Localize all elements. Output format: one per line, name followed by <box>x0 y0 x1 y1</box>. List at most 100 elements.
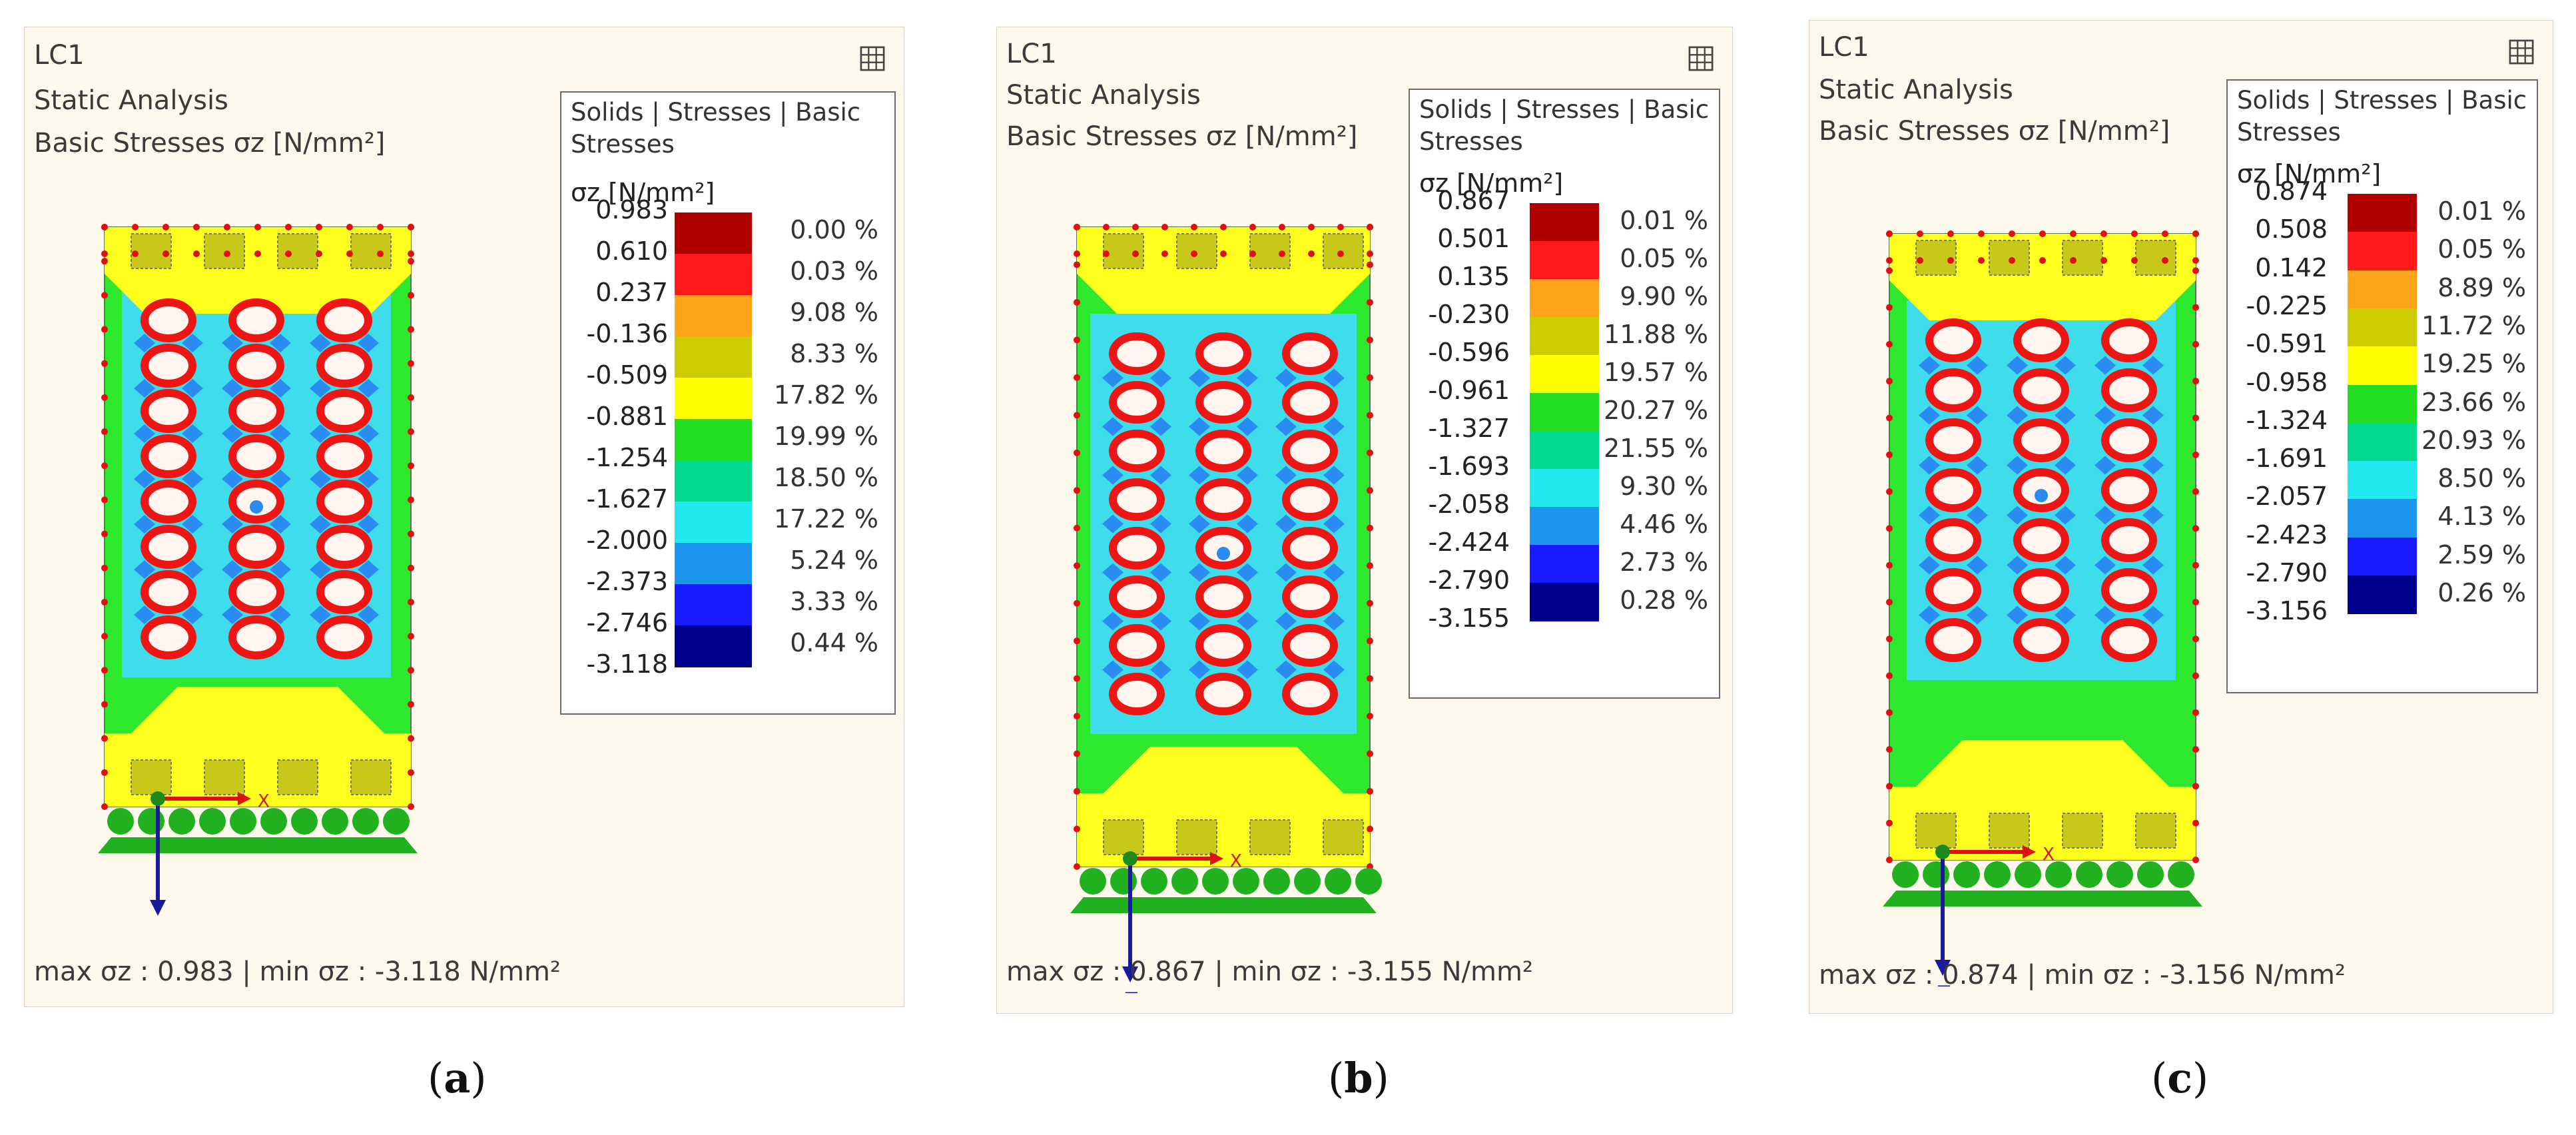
legend-percent: 9.90 % <box>1620 282 1708 311</box>
opening-hole <box>316 615 372 659</box>
node-point <box>254 224 261 230</box>
opening-hole <box>228 389 284 433</box>
node-point <box>2192 378 2199 385</box>
stress-zone <box>2007 506 2028 525</box>
support-roller <box>2168 861 2194 888</box>
support-roller <box>168 808 195 835</box>
node-point <box>1886 857 1893 863</box>
stress-zone <box>134 605 155 624</box>
stress-zone <box>1967 506 1988 525</box>
stress-zone <box>1967 406 1988 425</box>
node-point <box>1367 825 1373 833</box>
stress-zone <box>1916 740 2169 787</box>
node-point <box>1886 783 1893 790</box>
node-point <box>1279 224 1285 230</box>
node-point <box>1074 825 1080 833</box>
legend-swatch <box>2348 537 2417 576</box>
result-panel-b: LC1 Static Analysis Basic Stresses σz [N… <box>996 27 1733 1014</box>
legend-swatch <box>675 502 752 544</box>
legend-value: -1.691 <box>2246 444 2328 474</box>
support-roller <box>291 808 318 835</box>
node-point <box>1367 449 1373 456</box>
legend-swatch <box>1530 317 1599 356</box>
legend-swatch <box>2348 422 2417 462</box>
solid-model-view[interactable]: XZ <box>1050 194 1423 993</box>
node-point <box>1367 750 1373 757</box>
stress-zone <box>1189 466 1210 485</box>
legend-value: -1.254 <box>586 443 669 472</box>
grid-view-icon[interactable] <box>860 46 885 71</box>
node-point <box>224 224 230 230</box>
stress-zone <box>1275 368 1297 388</box>
z-axis-arrow <box>150 900 166 916</box>
node-point <box>1074 487 1080 494</box>
solid-model-view[interactable]: XZ <box>78 187 478 920</box>
node-point <box>408 428 414 436</box>
support-roller <box>322 808 348 835</box>
legend-swatch <box>2348 575 2417 614</box>
stress-zone <box>222 605 243 624</box>
opening-hole <box>2101 618 2157 662</box>
legend-value: -2.373 <box>586 567 669 596</box>
stress-zone <box>1275 417 1297 436</box>
stress-zone <box>222 424 243 443</box>
grid-view-icon[interactable] <box>2509 39 2534 65</box>
opening-hole <box>2101 468 2157 512</box>
solid-model-view[interactable]: XZ <box>1863 194 2222 986</box>
legend-value: -0.961 <box>1428 376 1510 405</box>
stress-zone <box>2094 356 2116 375</box>
node-point <box>101 667 108 674</box>
node-point <box>1886 746 1893 753</box>
x-axis-label: X <box>1230 851 1242 871</box>
stress-zone <box>2142 605 2164 625</box>
opening-hole <box>1925 368 1981 412</box>
node-point <box>2192 488 2199 496</box>
legend-value: -0.596 <box>1428 338 1510 367</box>
legend-percent: 0.05 % <box>1620 244 1708 273</box>
min-max-summary: max σz : 0.867 | min σz : -3.155 N/mm² <box>1006 956 1533 987</box>
support-roller <box>1923 861 1949 888</box>
legend-percent: 20.27 % <box>1604 396 1708 425</box>
legend-value: -0.136 <box>586 319 669 348</box>
support-roller <box>1294 868 1321 895</box>
grid-view-icon[interactable] <box>1688 46 1714 71</box>
legend-value: -2.424 <box>1428 528 1510 557</box>
stress-zone <box>134 379 155 398</box>
legend-swatch <box>675 419 752 461</box>
stress-zone <box>310 605 331 624</box>
stress-zone <box>358 424 379 443</box>
stress-zone <box>1150 514 1171 534</box>
opening-hole <box>316 434 372 478</box>
legend-swatch <box>675 543 752 585</box>
node-point <box>162 224 169 230</box>
anchor-block <box>1989 240 2030 276</box>
caption-b: (b) <box>1328 1054 1389 1102</box>
opening-hole <box>2013 368 2069 412</box>
opening-hole <box>228 570 284 614</box>
anchor-block <box>350 233 392 269</box>
node-point <box>2009 257 2015 264</box>
opening-hole <box>1282 332 1338 375</box>
node-point <box>2192 783 2199 790</box>
stress-zone <box>2055 406 2076 425</box>
stress-zone <box>1102 466 1124 485</box>
stress-zone <box>1323 563 1345 582</box>
opening-hole <box>1195 430 1251 472</box>
node-point <box>2192 672 2199 679</box>
legend-value: 0.874 <box>2255 177 2328 206</box>
support-roller <box>2015 861 2041 888</box>
support-roller <box>138 808 164 835</box>
legend-swatch <box>1530 241 1599 280</box>
node-point <box>1279 250 1285 257</box>
stress-zone <box>1323 660 1345 679</box>
stress-zone <box>134 334 155 352</box>
node-point <box>101 258 108 265</box>
opening-hole <box>141 525 196 569</box>
opening-hole <box>316 298 372 342</box>
analysis-type-label: Static Analysis <box>1819 75 2013 105</box>
node-point <box>408 250 414 257</box>
support-roller <box>1355 868 1382 895</box>
stress-zone <box>1150 660 1171 679</box>
opening-hole <box>1109 673 1165 715</box>
stress-zone <box>1919 506 1940 525</box>
